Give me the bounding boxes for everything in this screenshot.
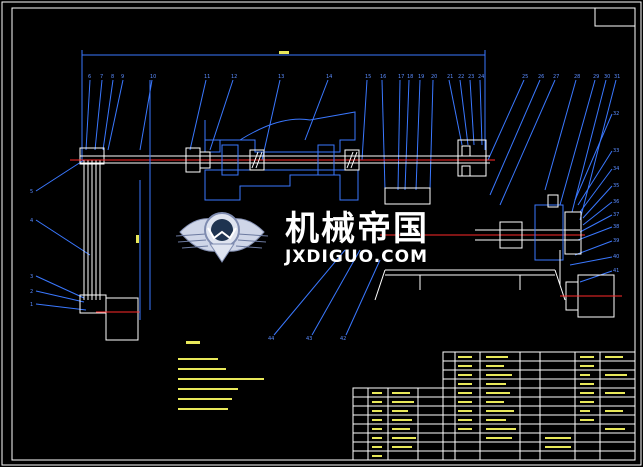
balloon: 14: [326, 74, 332, 80]
balloon-row-top: 6 7 8 9 10 11 12 13 14 15 16 17 18 19 20…: [88, 74, 620, 80]
technical-notes: [178, 358, 264, 410]
left-motor-block: [105, 297, 139, 341]
balloon: 22: [458, 74, 464, 80]
svg-text:2: 2: [30, 289, 33, 295]
watermark-cn-text: 机械帝国: [285, 209, 429, 249]
lower-sprocket-block: [384, 187, 431, 205]
drawing-border: [11, 7, 636, 461]
balloon: 17: [398, 74, 404, 80]
svg-text:1: 1: [30, 302, 33, 308]
balloon-row-bottom: 44 43 42: [268, 336, 346, 342]
balloon: 25: [522, 74, 528, 80]
leader-lines-left: [35, 159, 91, 311]
svg-text:5: 5: [30, 189, 33, 195]
balloon-column-right: 32 33 34 35 36 37 38 39 40 41: [613, 111, 619, 274]
collar-b: [199, 151, 211, 169]
title-corner-box: [594, 7, 636, 27]
spring-coupling-b: [344, 149, 360, 171]
svg-text:33: 33: [613, 148, 619, 154]
housing-upper-section: [204, 111, 356, 153]
balloon: 28: [574, 74, 580, 80]
winged-gear-shield-icon: [175, 212, 269, 263]
watermark-en-text: JXDIGUO.COM: [284, 247, 428, 267]
balloon: 11: [204, 74, 210, 80]
balloon: 21: [447, 74, 453, 80]
svg-text:34: 34: [613, 166, 619, 172]
balloon: 6: [88, 74, 91, 80]
spring-coil-a: [251, 151, 263, 169]
svg-text:32: 32: [613, 111, 619, 117]
balloon: 20: [431, 74, 437, 80]
svg-text:44: 44: [268, 336, 274, 342]
leader-lines-top: [85, 79, 617, 221]
svg-text:3: 3: [30, 274, 33, 280]
gear-hub-section: [534, 204, 564, 261]
bearing-seat-right: [317, 144, 335, 176]
spring-coupling-a: [249, 149, 265, 171]
svg-text:40: 40: [613, 254, 619, 260]
balloon: 18: [407, 74, 413, 80]
svg-text:37: 37: [613, 212, 619, 218]
bearing-ball-bottom: [461, 165, 471, 177]
spring-coil-b: [346, 151, 358, 169]
balloon: 27: [553, 74, 559, 80]
universal-joint: [499, 221, 523, 249]
gear-top-cap: [547, 194, 559, 208]
balloon: 15: [365, 74, 371, 80]
leader-lines-bottom: [273, 249, 381, 336]
vertical-dimension-mark: [136, 235, 139, 243]
dimension-value-mark: [279, 51, 289, 54]
balloon: 13: [278, 74, 284, 80]
balloon: 30: [604, 74, 610, 80]
balloon: 16: [380, 74, 386, 80]
svg-text:43: 43: [306, 336, 312, 342]
balloon-column-left: 5 4 3 2 1: [30, 189, 33, 308]
left-chain-guides: [83, 160, 101, 300]
balloon: 24: [478, 74, 484, 80]
balloon: 26: [538, 74, 544, 80]
balloon: 7: [100, 74, 103, 80]
leader-lines-right: [569, 113, 613, 283]
balloon: 9: [121, 74, 124, 80]
balloon: 23: [468, 74, 474, 80]
main-shaft: [70, 155, 495, 164]
bearing-ball-top: [461, 145, 471, 157]
svg-text:42: 42: [340, 336, 346, 342]
balloon: 31: [614, 74, 620, 80]
balloon: 10: [150, 74, 156, 80]
svg-text:36: 36: [613, 199, 619, 205]
stand-frame: [374, 269, 566, 301]
right-bearing-housing: [457, 139, 487, 177]
watermark: 机械帝国 JXDIGUO.COM: [175, 209, 429, 267]
svg-text:39: 39: [613, 238, 619, 244]
notes-heading: [186, 341, 200, 344]
svg-text:35: 35: [613, 183, 619, 189]
balloon: 29: [593, 74, 599, 80]
svg-text:38: 38: [613, 224, 619, 230]
balloon: 12: [231, 74, 237, 80]
balloon: 19: [418, 74, 424, 80]
bearing-seat-left: [221, 144, 239, 176]
balloon: 8: [111, 74, 114, 80]
parts-list-table: [442, 351, 636, 461]
svg-text:4: 4: [30, 218, 33, 224]
svg-text:41: 41: [613, 268, 619, 274]
gear-flange: [564, 211, 582, 255]
housing-lower-section: [204, 169, 359, 201]
title-block: [352, 387, 444, 461]
